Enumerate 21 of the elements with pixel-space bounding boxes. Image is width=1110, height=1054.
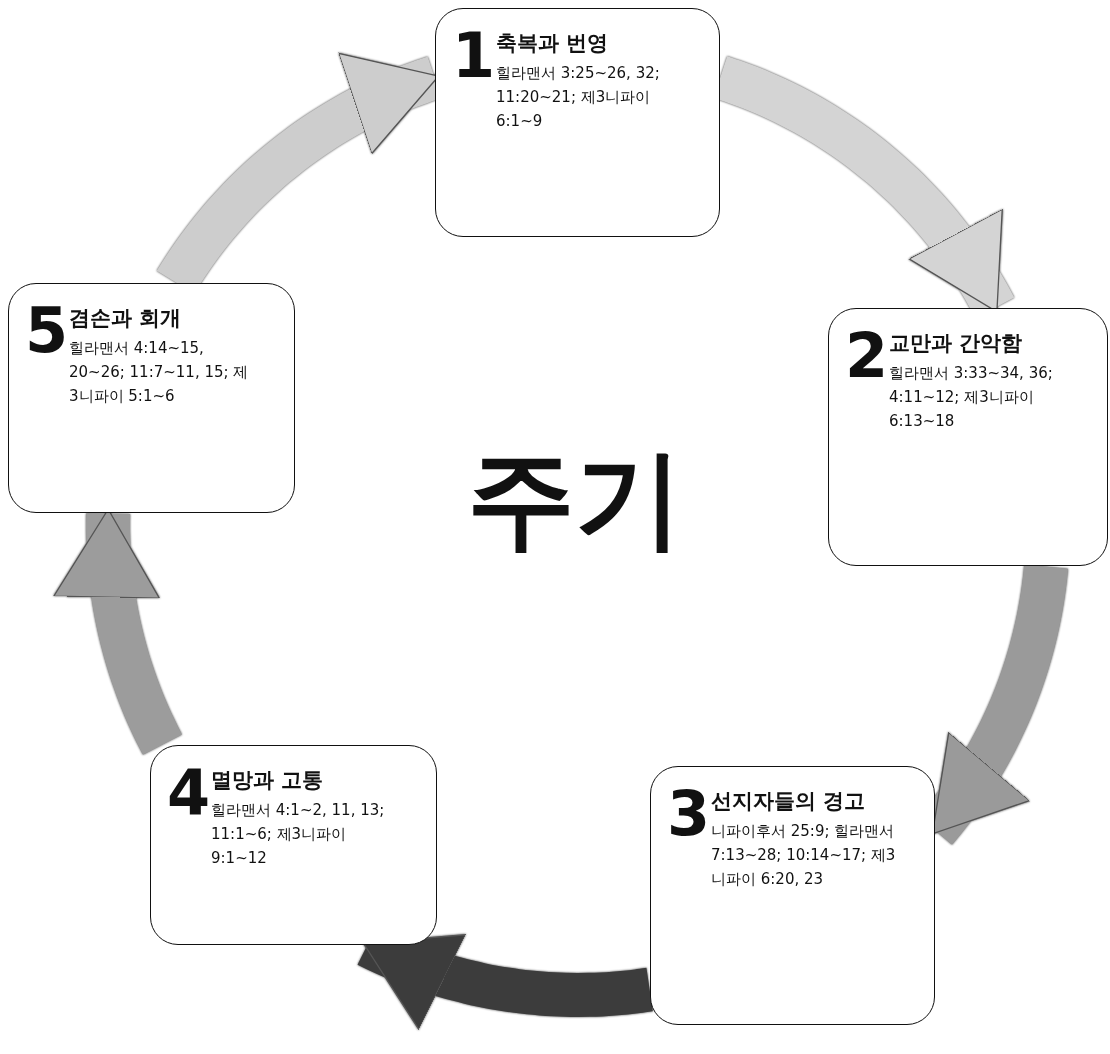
center-title: 주기 bbox=[466, 440, 684, 559]
step-number: 5 bbox=[25, 300, 69, 362]
scripture-references: 힐라맨서 3:33~34, 36; 4:11~12; 제3니파이 6:13~18 bbox=[889, 363, 1054, 432]
stage-heading: 선지자들의 경고 bbox=[711, 788, 866, 815]
step-number: 4 bbox=[167, 762, 211, 824]
scripture-references: 힐라맨서 4:14~15, 20~26; 11:7~11, 15; 제3니파이 5:1~6 bbox=[69, 338, 250, 407]
stage-card bbox=[435, 8, 720, 237]
stage-heading: 겸손과 회개 bbox=[69, 305, 182, 332]
scripture-references: 힐라맨서 4:1~2, 11, 13; 11:1~6; 제3니파이 9:1~12 bbox=[211, 800, 386, 869]
step-number: 1 bbox=[452, 25, 496, 87]
stage-card bbox=[150, 745, 437, 945]
stage-heading: 멸망과 고통 bbox=[211, 767, 324, 794]
scripture-references: 힐라맨서 3:25~26, 32; 11:20~21; 제3니파이 6:1~9 bbox=[496, 63, 661, 132]
stage-card bbox=[828, 308, 1108, 566]
step-number: 3 bbox=[667, 783, 711, 845]
stage-card bbox=[650, 766, 935, 1025]
stage-heading: 교만과 간악함 bbox=[889, 330, 1023, 357]
scripture-references: 니파이후서 25:9; 힐라맨서 7:13~28; 10:14~17; 제3니파이 6:20, 23 bbox=[711, 821, 896, 890]
stage-card bbox=[8, 283, 295, 513]
step-number: 2 bbox=[845, 325, 889, 387]
stage-heading: 축복과 번영 bbox=[496, 30, 609, 57]
